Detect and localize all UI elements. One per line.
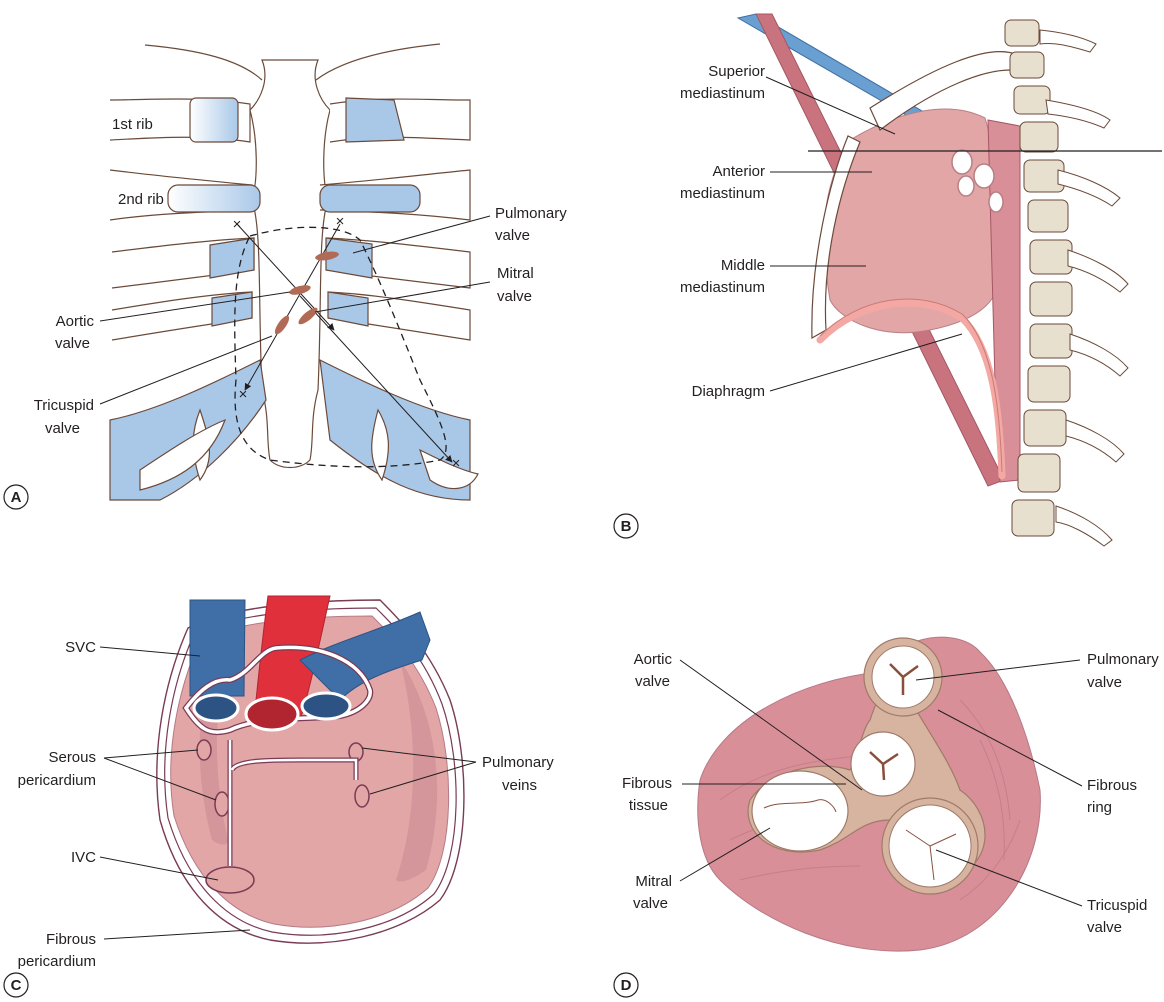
label-aortic-valve-2: valve xyxy=(55,335,90,352)
panel-a: × × × × 1st rib 2nd rib Pulmonary valve … xyxy=(4,44,567,509)
label-pulmonary-valve-d: Pulmonary xyxy=(1087,651,1159,668)
label-fibrous-pericardium-2: pericardium xyxy=(18,953,96,970)
label-mitral-valve-d: Mitral xyxy=(635,873,672,890)
label-fibrous-ring: Fibrous xyxy=(1087,777,1137,794)
label-fibrous-tissue-2: tissue xyxy=(629,797,668,814)
label-serous-pericardium-2: pericardium xyxy=(18,772,96,789)
svg-text:B: B xyxy=(621,518,632,535)
svg-text:×: × xyxy=(233,216,242,233)
label-serous-pericardium: Serous xyxy=(48,749,96,766)
label-anterior-mediastinum-2: mediastinum xyxy=(680,185,765,202)
label-superior-mediastinum: Superior xyxy=(708,63,765,80)
svg-text:A: A xyxy=(11,489,22,506)
svg-text:×: × xyxy=(336,213,345,230)
label-fibrous-pericardium: Fibrous xyxy=(46,931,96,948)
label-ivc: IVC xyxy=(71,849,96,866)
clavicle-right xyxy=(316,44,440,80)
panel-b: Superior mediastinum Anterior mediastinu… xyxy=(614,14,1162,546)
tricuspid-valve-d xyxy=(882,798,978,894)
svg-text:D: D xyxy=(621,977,632,994)
label-aortic-valve: Aortic xyxy=(56,313,95,330)
label-tricuspid-valve-2: valve xyxy=(45,420,80,437)
label-fibrous-tissue: Fibrous xyxy=(622,775,672,792)
label-middle-mediastinum-2: mediastinum xyxy=(680,279,765,296)
label-svc: SVC xyxy=(65,639,96,656)
svg-text:×: × xyxy=(239,386,248,403)
label-diaphragm: Diaphragm xyxy=(692,383,765,400)
label-anterior-mediastinum: Anterior xyxy=(712,163,765,180)
svg-text:×: × xyxy=(452,455,461,472)
label-pulmonary-veins-2: veins xyxy=(502,777,537,794)
label-pulmonary-veins: Pulmonary xyxy=(482,754,554,771)
label-tricuspid-valve: Tricuspid xyxy=(34,397,94,414)
ribs-right xyxy=(320,98,478,500)
label-2nd-rib: 2nd rib xyxy=(118,191,164,208)
panel-c: SVC Serous pericardium IVC Fibrous peric… xyxy=(4,596,554,997)
label-middle-mediastinum: Middle xyxy=(721,257,765,274)
label-aortic-valve-d: Aortic xyxy=(634,651,673,668)
label-fibrous-ring-2: ring xyxy=(1087,799,1112,816)
label-tricuspid-valve-d-2: valve xyxy=(1087,919,1122,936)
label-mitral-valve-d-2: valve xyxy=(633,895,668,912)
label-pulmonary-valve: Pulmonary xyxy=(495,205,567,222)
clavicle-left xyxy=(145,45,262,80)
label-pulmonary-valve-d-2: valve xyxy=(1087,674,1122,691)
panel-d: Aortic valve Fibrous tissue Mitral valve… xyxy=(614,637,1159,997)
label-1st-rib: 1st rib xyxy=(112,116,153,133)
aortic-valve-d xyxy=(851,732,915,796)
pulmonary-valve-d xyxy=(864,638,942,716)
label-aortic-valve-d-2: valve xyxy=(635,673,670,690)
label-superior-mediastinum-2: mediastinum xyxy=(680,85,765,102)
label-mitral-valve: Mitral xyxy=(497,265,534,282)
label-tricuspid-valve-d: Tricuspid xyxy=(1087,897,1147,914)
mitral-valve-d xyxy=(752,771,848,851)
svg-text:C: C xyxy=(11,977,22,994)
label-pulmonary-valve-2: valve xyxy=(495,227,530,244)
label-mitral-valve-2: valve xyxy=(497,288,532,305)
